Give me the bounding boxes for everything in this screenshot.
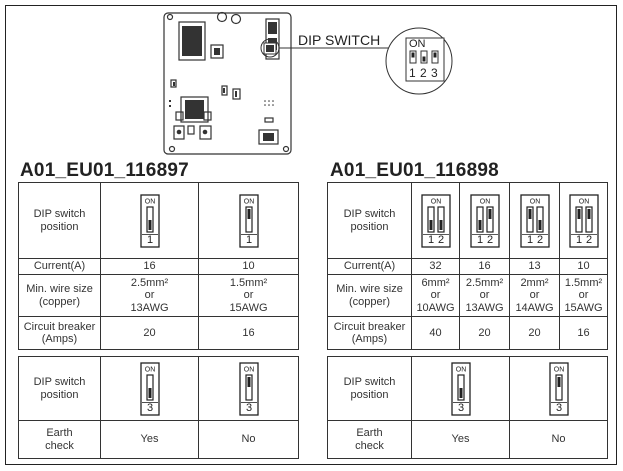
row-label-dip-position: DIP switch position	[18, 182, 101, 259]
row-label-breaker: Circuit breaker (Amps)	[18, 316, 101, 350]
svg-text:3: 3	[457, 402, 463, 414]
svg-text:2: 2	[437, 234, 443, 246]
svg-text:1: 1	[575, 234, 581, 246]
svg-text:1: 1	[245, 234, 251, 246]
svg-text:1: 1	[146, 234, 152, 246]
connector-component	[258, 129, 279, 145]
earth-check-value: Yes	[411, 420, 510, 459]
dip-switch-icon: ON 3	[139, 361, 160, 416]
svg-text:2: 2	[486, 234, 492, 246]
earth-check-value: Yes	[100, 420, 199, 459]
spec-table-116897: DIP switch position ON 1 ON 1 Current(A) 1…	[18, 182, 299, 350]
row-label-dip-position: DIP switch position	[18, 356, 101, 421]
svg-text:3: 3	[431, 66, 438, 80]
row-label-dip-position: DIP switch position	[327, 182, 412, 259]
current-value: 10	[198, 258, 299, 275]
earth-check-value: No	[198, 420, 299, 459]
breaker-value: 20	[459, 316, 510, 350]
dip-switch-icon: ON 3	[238, 361, 259, 416]
current-value: 13	[509, 258, 560, 275]
earth-check-value: No	[509, 420, 608, 459]
current-value: 10	[559, 258, 608, 275]
dip-switch-label: DIP SWITCH	[298, 32, 380, 48]
dip-switch-icon: ON 3	[548, 361, 569, 416]
svg-text:ON: ON	[243, 366, 254, 373]
svg-text:ON: ON	[553, 366, 564, 373]
table-title-116897: A01_EU01_116897	[20, 160, 189, 181]
svg-text:ON: ON	[479, 198, 490, 205]
current-value: 32	[411, 258, 460, 275]
svg-text:ON: ON	[144, 366, 155, 373]
transformer-component	[180, 96, 209, 123]
pcb-diagram: DIP SWITCH ON 1 2 3	[163, 11, 453, 155]
svg-text:ON: ON	[243, 198, 254, 205]
svg-text:ON: ON	[409, 38, 426, 50]
terminal-strip	[265, 18, 280, 60]
breaker-value: 20	[100, 316, 199, 350]
board-hole-2	[230, 13, 242, 25]
dip-switch-icon: ON 1	[238, 193, 259, 248]
breaker-value: 16	[198, 316, 299, 350]
svg-text:1: 1	[427, 234, 433, 246]
svg-text:2: 2	[420, 66, 427, 80]
svg-text:2: 2	[536, 234, 542, 246]
svg-text:ON: ON	[430, 198, 441, 205]
row-label-breaker: Circuit breaker (Amps)	[327, 316, 412, 350]
breaker-value: 20	[509, 316, 560, 350]
svg-text:ON: ON	[529, 198, 540, 205]
breaker-value: 40	[411, 316, 460, 350]
outer-frame	[5, 5, 617, 465]
svg-text:1: 1	[526, 234, 532, 246]
svg-text:3: 3	[555, 402, 561, 414]
svg-text:ON: ON	[455, 366, 466, 373]
svg-text:ON: ON	[144, 198, 155, 205]
svg-text:1: 1	[409, 66, 416, 80]
svg-text:3: 3	[146, 402, 152, 414]
svg-text:1: 1	[476, 234, 482, 246]
current-value: 16	[100, 258, 199, 275]
table-title-116898: A01_EU01_116898	[330, 160, 499, 181]
row-label-wire-size: Min. wire size (copper)	[327, 274, 412, 317]
svg-text:2: 2	[585, 234, 591, 246]
svg-text:ON: ON	[578, 198, 589, 205]
row-label-current: Current(A)	[18, 258, 101, 275]
row-label-wire-size: Min. wire size (copper)	[18, 274, 101, 317]
circuit-board-outline	[163, 12, 292, 155]
board-hole-1	[216, 11, 228, 23]
row-label-current: Current(A)	[327, 258, 412, 275]
svg-text:3: 3	[245, 402, 251, 414]
row-label-dip-position: DIP switch position	[327, 356, 412, 421]
breaker-value: 16	[559, 316, 608, 350]
relay-component	[178, 21, 206, 61]
current-value: 16	[459, 258, 510, 275]
dip-switch-icon: ON 1	[139, 193, 160, 248]
dip-switch-icon: ON 3	[450, 361, 471, 416]
row-label-earth-check: Earth check	[327, 420, 412, 459]
row-label-earth-check: Earth check	[18, 420, 101, 459]
